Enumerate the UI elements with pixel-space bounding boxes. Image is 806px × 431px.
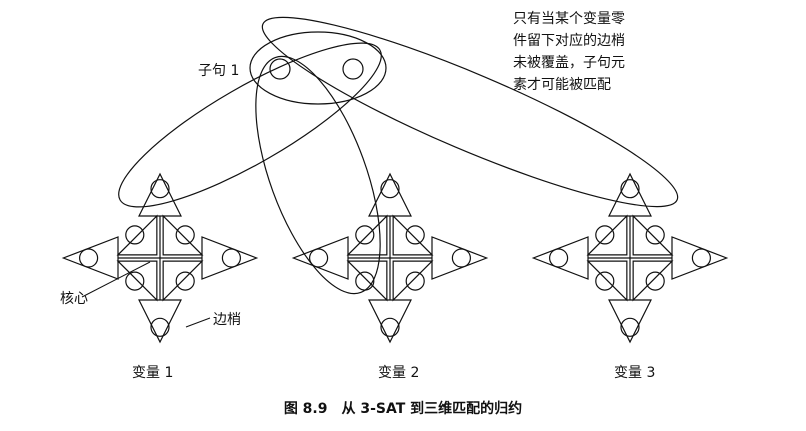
- edge-triangle: [201, 236, 259, 280]
- core-pointer: [81, 261, 151, 298]
- core-triangle: [346, 214, 388, 256]
- core-triangle: [346, 260, 388, 302]
- core-triangle: [632, 214, 674, 256]
- note-line: 件留下对应的边梢: [513, 33, 625, 49]
- edge-triangle: [61, 236, 119, 280]
- core-triangle: [392, 260, 434, 302]
- clause-element-2: [342, 58, 364, 80]
- edge-element: [691, 248, 712, 268]
- clause-loop-variable1: [118, 42, 382, 208]
- core-triangle: [586, 214, 628, 256]
- edge-triangle: [138, 172, 182, 217]
- edge-element: [78, 248, 99, 268]
- core-element: [175, 271, 195, 291]
- core-label: 核心: [60, 291, 88, 307]
- note-line: 只有当某个变量零: [513, 11, 625, 27]
- edge-element: [380, 179, 400, 199]
- clause-loop-variable2: [255, 55, 381, 295]
- core-triangle: [162, 214, 204, 256]
- core-triangle: [586, 260, 628, 302]
- edge-triangle: [431, 236, 489, 280]
- variable-gadget-3: [531, 172, 729, 344]
- core-element: [645, 271, 665, 291]
- variable-gadget-2: [291, 172, 489, 344]
- variable-label-1: 变量 1: [132, 365, 174, 381]
- edge-element: [620, 317, 640, 337]
- edge-triangle: [368, 172, 412, 217]
- core-triangle: [392, 214, 434, 256]
- clause-label: 子句 1: [198, 63, 240, 79]
- figure-caption: 图 8.9 从 3-SAT 到三维匹配的归约: [283, 401, 523, 417]
- core-element: [595, 271, 615, 291]
- edge-label: 边梢: [213, 312, 241, 328]
- core-element: [125, 271, 145, 291]
- clause-1-group: [118, 16, 679, 295]
- variable-gadgets: [61, 172, 729, 344]
- clause-element-1: [269, 58, 291, 80]
- edge-triangle: [531, 236, 589, 280]
- edge-element: [150, 179, 170, 199]
- core-element: [405, 225, 425, 245]
- core-element: [125, 225, 145, 245]
- annotation-note: 只有当某个变量零 件留下对应的边梢 未被覆盖，子句元 素才可能被匹配: [513, 8, 625, 96]
- edge-pointer: [185, 317, 211, 328]
- core-triangle: [632, 260, 674, 302]
- core-triangle: [116, 260, 158, 302]
- core-element: [595, 225, 615, 245]
- note-line: 素才可能被匹配: [513, 77, 611, 93]
- core-element: [355, 271, 375, 291]
- core-element: [355, 225, 375, 245]
- edge-triangle: [608, 172, 652, 217]
- variable-gadget-1: [61, 172, 259, 344]
- core-triangle: [162, 260, 204, 302]
- clause-loop-variable3: [261, 16, 679, 208]
- edge-element: [548, 248, 569, 268]
- edge-element: [451, 248, 471, 268]
- note-line: 未被覆盖，子句元: [513, 55, 625, 71]
- variable-label-3: 变量 3: [614, 365, 656, 381]
- edge-triangle: [671, 236, 729, 280]
- core-element: [405, 271, 425, 291]
- core-element: [175, 225, 195, 245]
- edge-element: [150, 317, 170, 337]
- clause-group-outline: [249, 31, 387, 105]
- edge-element: [221, 248, 241, 268]
- edge-triangle: [291, 236, 349, 280]
- edge-element: [309, 248, 329, 268]
- variable-label-2: 变量 2: [378, 365, 420, 381]
- edge-element: [380, 317, 400, 337]
- edge-element: [620, 179, 640, 199]
- core-triangle: [116, 214, 158, 256]
- core-element: [645, 225, 665, 245]
